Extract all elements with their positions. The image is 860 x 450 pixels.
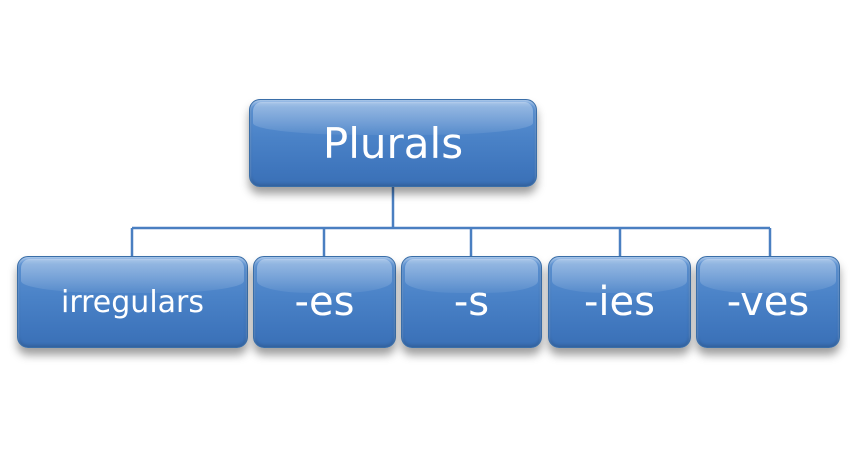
child-node-label: -es bbox=[294, 279, 355, 325]
child-node-ves: -ves bbox=[696, 256, 840, 348]
child-node-ies: -ies bbox=[548, 256, 691, 348]
child-node-label: irregulars bbox=[60, 284, 204, 320]
child-node-s: -s bbox=[401, 256, 542, 348]
root-node-label: Plurals bbox=[322, 118, 464, 168]
child-node-es: -es bbox=[253, 256, 396, 348]
child-node-label: -ies bbox=[584, 279, 655, 325]
child-node-label: -s bbox=[453, 279, 490, 325]
child-node-label: -ves bbox=[726, 279, 810, 325]
child-node-irregulars: irregulars bbox=[17, 256, 248, 348]
root-node-plurals: Plurals bbox=[249, 99, 537, 187]
